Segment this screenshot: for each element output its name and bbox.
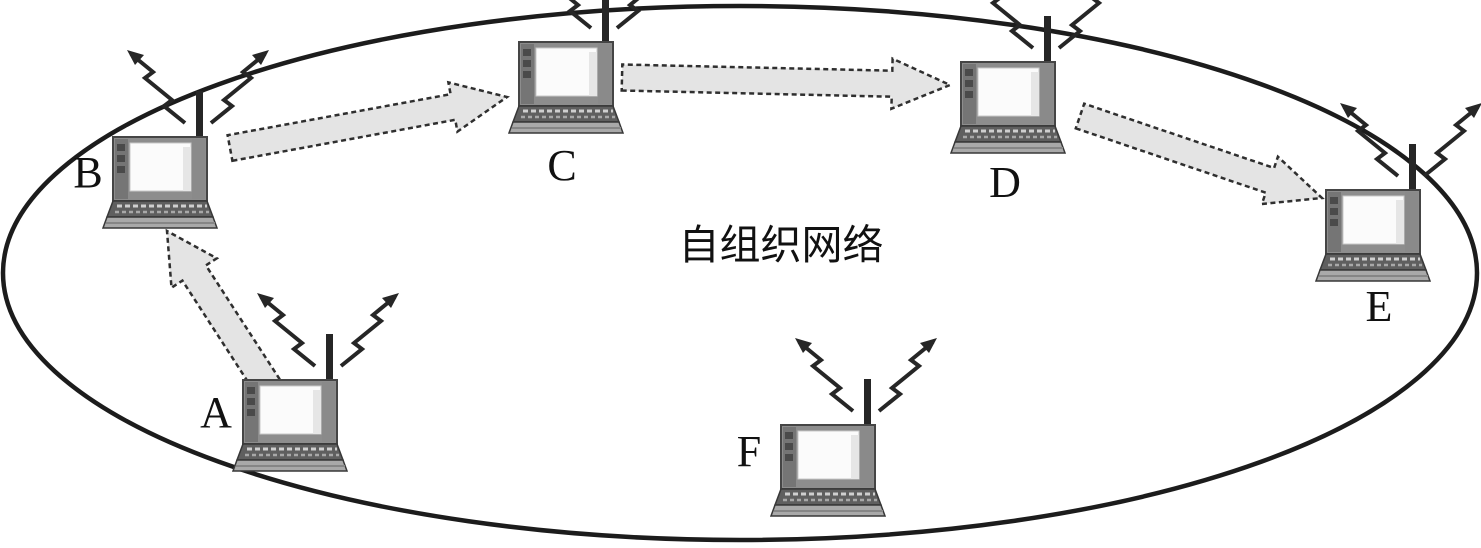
- node-a-laptop-icon: [231, 291, 401, 473]
- transmission-arrows: [165, 56, 1325, 397]
- node-label-e: E: [1366, 282, 1393, 331]
- arrow-c-to-d: [620, 56, 954, 111]
- node-label-b: B: [73, 148, 102, 197]
- node-c: C: [507, 0, 677, 190]
- node-e: E: [1314, 101, 1481, 331]
- node-f-laptop-icon: [769, 336, 939, 518]
- arrow-d-to-e: [1074, 102, 1325, 206]
- node-d: D: [949, 0, 1119, 207]
- arrow-a-to-b: [165, 228, 282, 397]
- node-label-a: A: [200, 388, 232, 437]
- node-label-c: C: [547, 141, 576, 190]
- node-label-d: D: [989, 158, 1021, 207]
- node-a: A: [200, 291, 401, 473]
- arrow-b-to-c: [226, 80, 510, 163]
- node-f: F: [737, 336, 939, 518]
- node-e-laptop-icon: [1314, 101, 1481, 283]
- node-b: B: [73, 48, 271, 230]
- node-label-f: F: [737, 427, 761, 476]
- network-area-label: 自组织网络: [679, 222, 884, 268]
- network-boundary-ellipse: [0, 3, 1480, 543]
